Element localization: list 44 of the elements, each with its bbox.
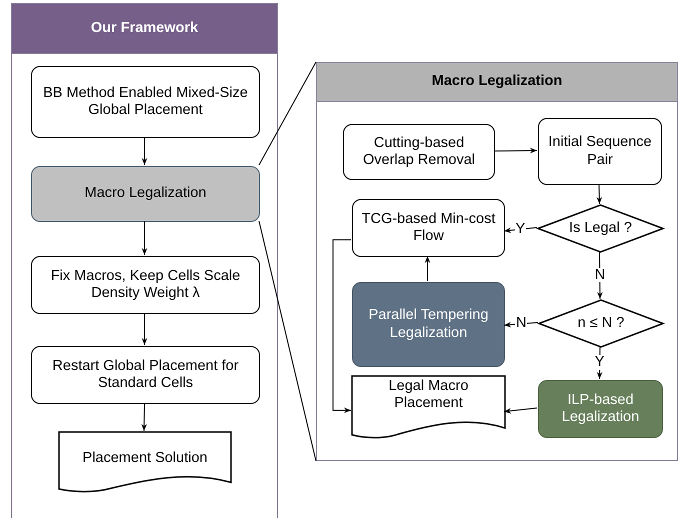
node-label: Initial Sequence Pair <box>547 134 653 169</box>
arrow <box>142 136 148 166</box>
node-label: Fix Macros, Keep Cells Scale Density Weight λ <box>50 268 242 302</box>
node-label: TCG-based Min-cost Flow <box>360 210 496 246</box>
node-label: Is Legal ? <box>569 220 632 238</box>
panel-title: Macro Legalization <box>432 73 562 91</box>
process-box <box>31 166 260 222</box>
node-label: Placement Solution <box>82 450 208 468</box>
arrow <box>332 239 352 414</box>
decision-diamond <box>538 205 663 252</box>
detail-panel <box>316 62 678 461</box>
process-box <box>538 118 662 185</box>
node-label: Macro Legalization <box>84 185 206 203</box>
document-shape <box>59 432 231 492</box>
node-label: n ≤ N ? <box>578 314 624 332</box>
edge-label: Y <box>594 355 606 370</box>
connector-line <box>258 62 316 166</box>
arrow <box>504 227 538 234</box>
arrow <box>141 402 147 432</box>
arrow <box>142 312 148 346</box>
arrow <box>424 256 430 282</box>
arrow <box>504 408 538 414</box>
process-box <box>538 380 663 438</box>
process-box <box>31 346 260 404</box>
connector-line <box>258 220 316 462</box>
node-label: Legal Macro Placement <box>388 378 470 412</box>
process-box <box>31 66 260 138</box>
arrow <box>142 220 148 256</box>
decision-diamond <box>539 300 663 347</box>
node-label: BB Method Enabled Mixed-Size Global Placement <box>42 84 249 120</box>
process-box <box>352 282 505 367</box>
framework-panel <box>11 3 278 518</box>
node-label: Parallel Tempering Legalization <box>368 307 490 342</box>
process-box <box>31 256 260 314</box>
panel-title: Our Framework <box>90 20 198 38</box>
arrow <box>494 148 538 154</box>
node-label: Restart Global Placement for Standard Cells <box>51 358 240 392</box>
node-label: Cutting-based Overlap Removal <box>362 134 476 170</box>
node-label: ILP-based Legalization <box>560 392 640 426</box>
document-shape <box>352 376 505 438</box>
arrow <box>596 184 602 204</box>
process-box <box>343 124 495 180</box>
arrow <box>597 250 603 300</box>
process-box <box>352 199 505 257</box>
